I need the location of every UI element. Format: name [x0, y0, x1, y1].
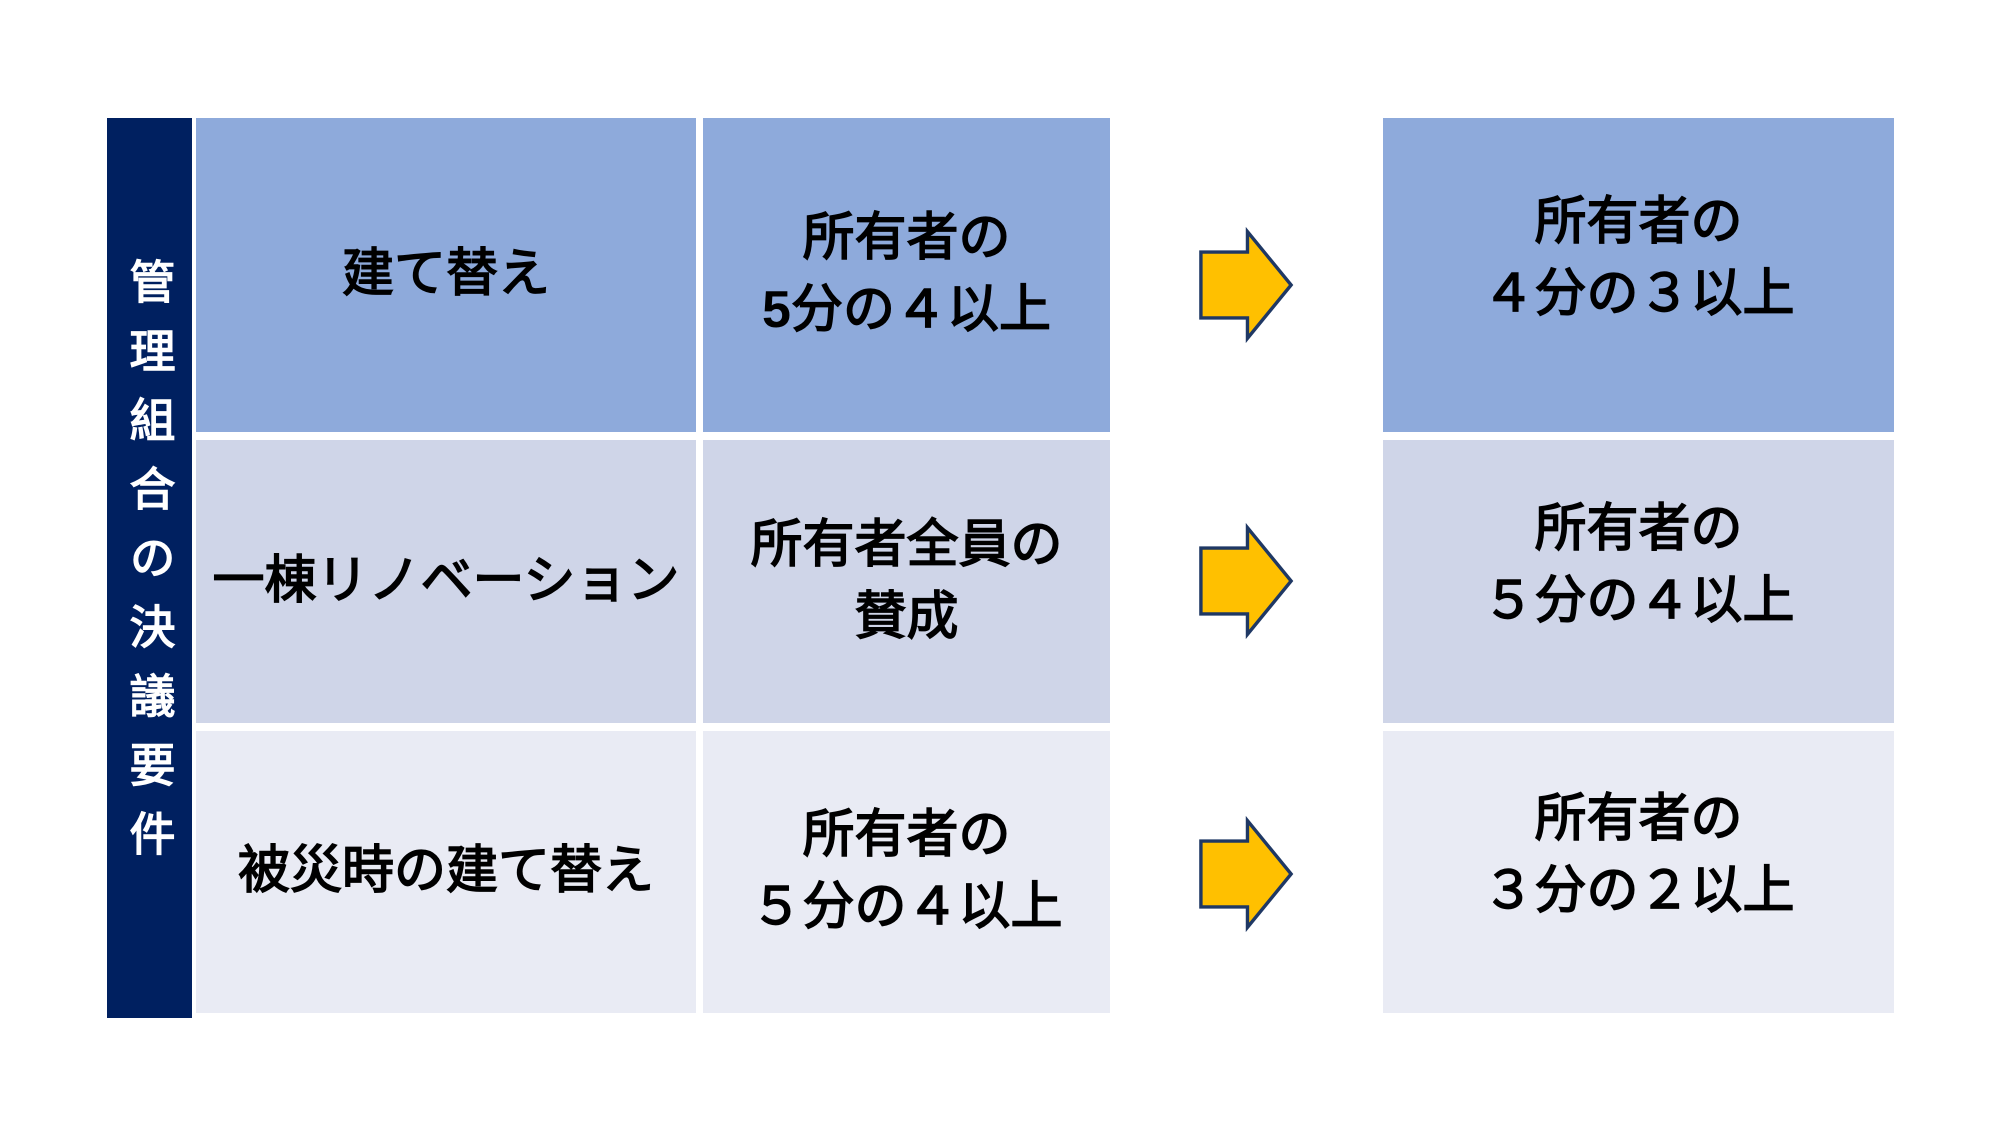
cell-row1-current-requirement: 所有者の 5分の４以上 [703, 118, 1110, 432]
cell-row2-item-text: 一棟リノベーション [212, 551, 680, 610]
arrow-right-icon [1199, 816, 1294, 932]
cell-row2-item: 一棟リノベーション [196, 440, 696, 723]
cell-row3-new-requirement-text: 所有者の ３分の２以上 [1482, 790, 1795, 920]
row-header-label: 管理組合の決議要件 [123, 257, 176, 879]
cell-row1-item: 建て替え [196, 118, 696, 432]
cell-row1-new-requirement-text: 所有者の ４分の３以上 [1482, 193, 1795, 323]
cell-row2-new-requirement: 所有者の ５分の４以上 [1383, 440, 1894, 723]
cell-row2-current-requirement: 所有者全員の 賛成 [703, 440, 1110, 723]
cell-row1-new-requirement: 所有者の ４分の３以上 [1383, 118, 1894, 432]
cell-row3-new-requirement: 所有者の ３分の２以上 [1383, 731, 1894, 1013]
cell-row3-item: 被災時の建て替え [196, 731, 696, 1013]
arrow-right-icon [1199, 523, 1294, 639]
cell-row2-new-requirement-text: 所有者の ５分の４以上 [1482, 499, 1795, 630]
row-header-bar: 管理組合の決議要件 [107, 118, 192, 1018]
cell-row2-current-requirement-text: 所有者全員の 賛成 [750, 515, 1063, 646]
cell-row3-item-text: 被災時の建て替え [237, 842, 654, 901]
arrow-right-icon [1199, 227, 1294, 343]
cell-row3-current-requirement: 所有者の ５分の４以上 [703, 731, 1110, 1013]
cell-row3-current-requirement-text: 所有者の ５分の４以上 [750, 806, 1063, 936]
cell-row1-current-requirement-text: 所有者の 5分の４以上 [762, 209, 1051, 339]
cell-row1-item-text: 建て替え [341, 245, 550, 304]
